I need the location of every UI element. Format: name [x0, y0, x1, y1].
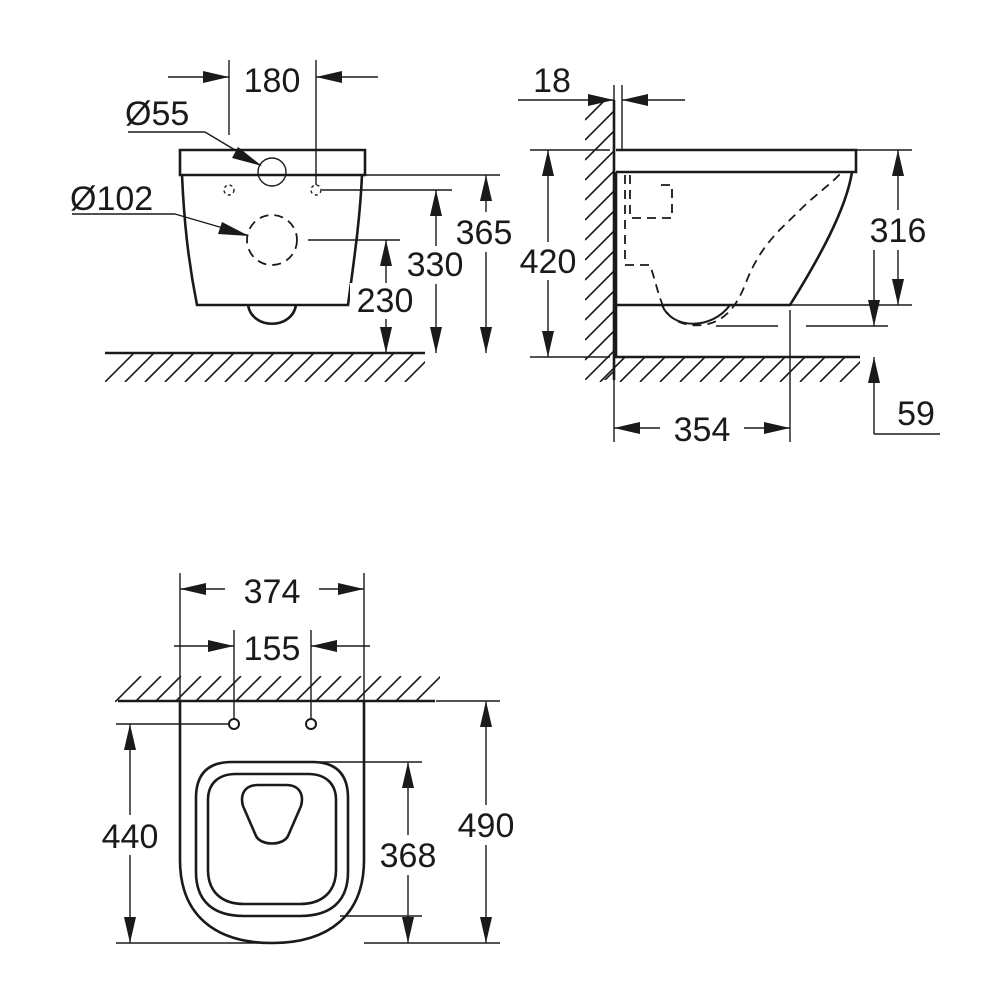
front-outlet	[246, 304, 298, 326]
dim-316: 316	[870, 212, 927, 250]
seat-inner-outline	[206, 772, 338, 906]
side-view: 18 420 316 59	[512, 62, 940, 449]
seat-top-outline	[194, 760, 350, 918]
dim-374: 374	[244, 573, 301, 611]
dim-420: 420	[520, 243, 577, 281]
dim-440: 440	[102, 818, 159, 856]
dim-330: 330	[407, 246, 464, 284]
bowl-opening-top	[240, 783, 304, 845]
dim-365: 365	[456, 214, 513, 252]
dim-230: 230	[357, 282, 414, 320]
fixing-hole-top-right	[305, 718, 317, 730]
seat-rim-side	[616, 148, 858, 174]
large-hole	[246, 214, 298, 266]
dim-155: 155	[244, 630, 301, 668]
fixing-hole-right	[310, 184, 322, 196]
internal-trap-side	[624, 171, 843, 327]
dim-354: 354	[674, 411, 731, 449]
dim-59: 59	[897, 395, 935, 433]
wall-hatch-top	[115, 676, 440, 702]
bowl-front-outline	[178, 148, 367, 177]
floor-hatch-front	[105, 352, 425, 382]
wall-hatch-side	[585, 100, 615, 380]
front-view: 180 Ø55 Ø102 365 330 230	[70, 60, 520, 382]
fixing-hole-top-left	[228, 718, 240, 730]
dim-180: 180	[244, 62, 301, 100]
fixing-hole-left	[223, 184, 235, 196]
dim-368: 368	[380, 837, 437, 875]
floor-hatch-side	[599, 356, 860, 382]
top-view: 374 155 440 368 490	[94, 573, 524, 945]
bowl-side-body	[614, 171, 854, 307]
dim-diameter-55: Ø55	[125, 95, 189, 133]
dim-diameter-102: Ø102	[70, 180, 153, 218]
dim-490: 490	[458, 807, 515, 845]
small-hole	[257, 157, 287, 187]
dim-18: 18	[533, 62, 571, 100]
